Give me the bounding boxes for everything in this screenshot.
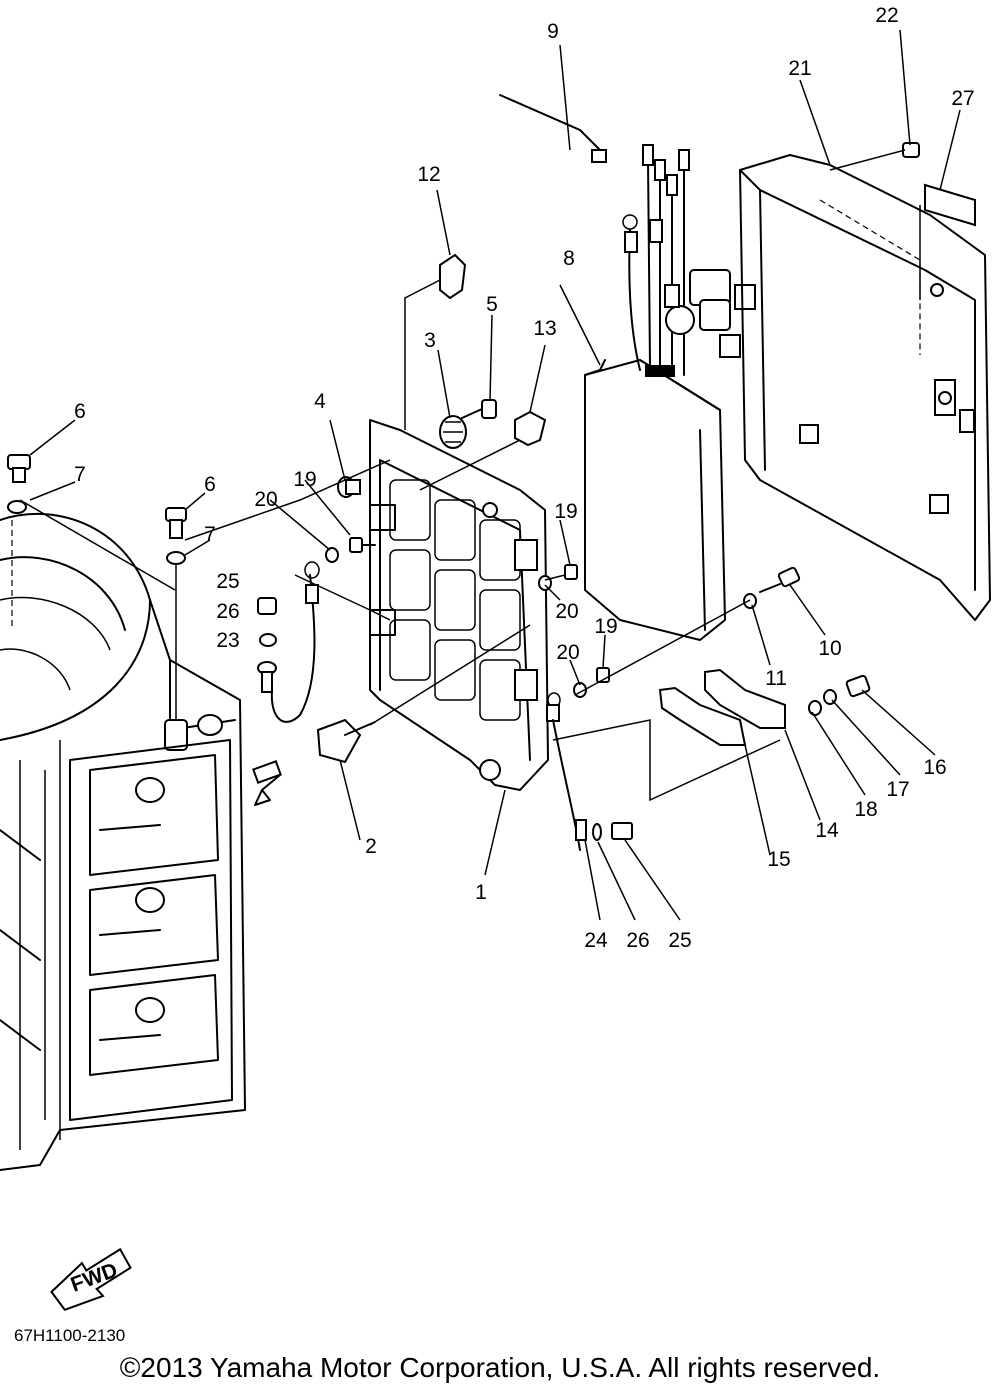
- callout-19-right: 19: [594, 615, 617, 638]
- callout-18: 18: [854, 798, 877, 821]
- leader-lines: [19, 29, 961, 921]
- callout-19-left: 19: [293, 468, 316, 491]
- hardware-parts: [7, 94, 920, 851]
- callout-22: 22: [875, 4, 898, 27]
- electrical-box: [584, 359, 726, 641]
- callout-4: 4: [314, 390, 326, 413]
- callout-13: 13: [533, 317, 556, 340]
- callout-8: 8: [563, 247, 575, 270]
- callout-7-right: 7: [204, 523, 216, 546]
- callout-6-left: 6: [74, 400, 86, 423]
- callout-15: 15: [767, 848, 790, 871]
- callout-12: 12: [417, 163, 440, 186]
- fwd-arrow-icon: FWD: [50, 1247, 132, 1312]
- callout-23: 23: [216, 629, 239, 652]
- callout-7-left: 7: [74, 463, 86, 486]
- callout-20-mid: 20: [555, 600, 578, 623]
- callout-17: 17: [886, 778, 909, 801]
- callout-10: 10: [818, 637, 841, 660]
- callout-6-right: 6: [204, 473, 216, 496]
- callout-25-left: 25: [216, 570, 239, 593]
- callout-27: 27: [951, 87, 974, 110]
- bracket-plate: [369, 419, 549, 791]
- callout-20-left: 20: [254, 488, 277, 511]
- callout-1: 1: [475, 881, 487, 904]
- label-sticker: [924, 183, 976, 227]
- callout-26-left: 26: [216, 600, 239, 623]
- callout-16: 16: [923, 756, 946, 779]
- cover: [739, 154, 991, 621]
- callout-25-right: 25: [668, 929, 691, 952]
- wire-harness: [622, 144, 756, 376]
- callout-26-right: 26: [626, 929, 649, 952]
- callout-3: 3: [424, 329, 436, 352]
- callout-21: 21: [788, 57, 811, 80]
- callout-20-right: 20: [556, 641, 579, 664]
- engine-block: [0, 512, 246, 1171]
- copyright-notice: ©2013 Yamaha Motor Corporation, U.S.A. A…: [119, 1352, 881, 1383]
- callout-2: 2: [365, 835, 377, 858]
- callout-14: 14: [815, 819, 839, 842]
- callout-11: 11: [765, 667, 787, 690]
- drawing-code: 67H1100-2130: [14, 1326, 126, 1345]
- callout-19-mid: 19: [554, 500, 577, 523]
- callout-24: 24: [584, 929, 608, 952]
- callout-labels: 1 2 3 4 5 6 6 7 7 8 9 10 11 12 13 14 15 …: [74, 4, 975, 952]
- callout-9: 9: [547, 20, 559, 43]
- callout-5: 5: [486, 293, 498, 316]
